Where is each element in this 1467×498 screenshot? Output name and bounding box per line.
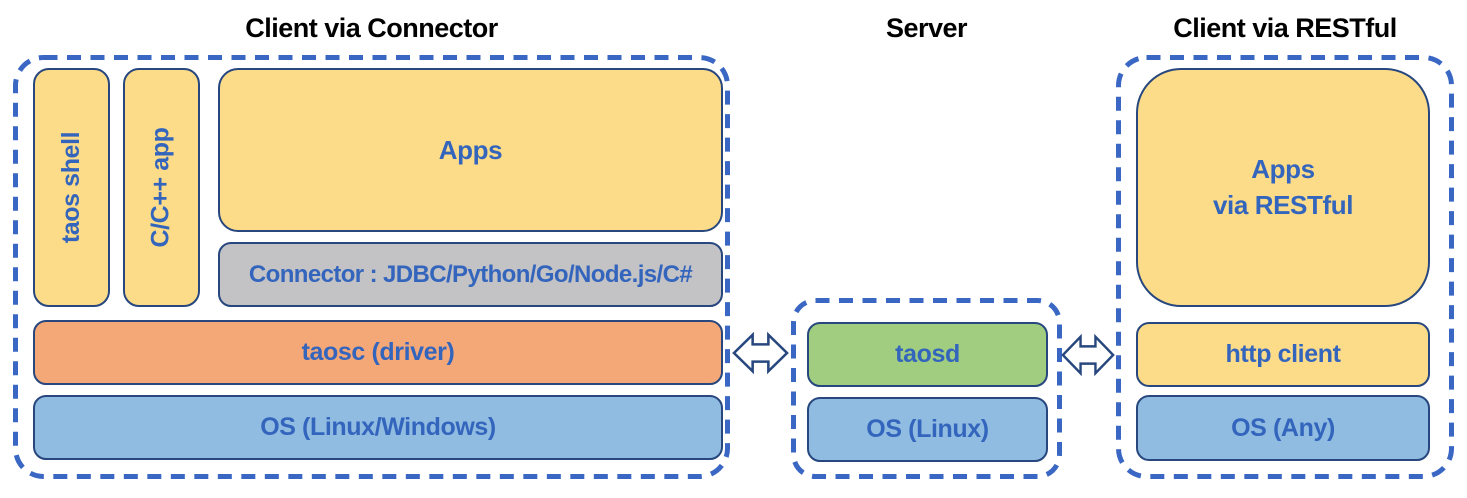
apps-box: Apps — [218, 68, 723, 232]
left-right-arrow-icon — [1061, 333, 1115, 377]
apps-via-restful-label-line1: Apps — [1251, 154, 1315, 185]
taosc-driver-label: taosc (driver) — [301, 338, 455, 366]
os-linux-windows-box: OS (Linux/Windows) — [33, 395, 723, 460]
section-title-client-restful: Client via RESTful — [1173, 13, 1397, 43]
client-connector-group-border — [13, 55, 730, 479]
connector-label: Connector : JDBC/Python/Go/Node.js/C# — [248, 260, 693, 288]
http-client-label: http client — [1225, 340, 1341, 368]
section-title-client-connector: Client via Connector — [245, 13, 498, 43]
os-linux-label: OS (Linux) — [866, 415, 989, 443]
http-client-box: http client — [1136, 322, 1430, 387]
section-title-server: Server — [885, 13, 968, 43]
taos-shell-label: taos shell — [57, 131, 86, 244]
taosd-label: taosd — [895, 340, 960, 368]
cpp-app-label: C/C++ app — [147, 127, 176, 248]
cpp-app-box: C/C++ app — [123, 68, 200, 307]
taosc-driver-box: taosc (driver) — [33, 320, 723, 385]
os-any-box: OS (Any) — [1136, 395, 1430, 461]
client-restful-group-border — [1116, 55, 1454, 479]
os-any-label: OS (Any) — [1231, 413, 1335, 442]
apps-via-restful-label-line2: via RESTful — [1212, 189, 1354, 220]
left-right-arrow-icon — [732, 331, 789, 375]
apps-label: Apps — [438, 134, 503, 165]
taosd-box: taosd — [807, 322, 1048, 387]
os-linux-windows-label: OS (Linux/Windows) — [260, 413, 496, 441]
taos-shell-box: taos shell — [33, 68, 110, 307]
connector-box: Connector : JDBC/Python/Go/Node.js/C# — [218, 242, 723, 307]
os-linux-box: OS (Linux) — [807, 397, 1048, 462]
apps-via-restful-box: Apps via RESTful — [1136, 68, 1430, 307]
